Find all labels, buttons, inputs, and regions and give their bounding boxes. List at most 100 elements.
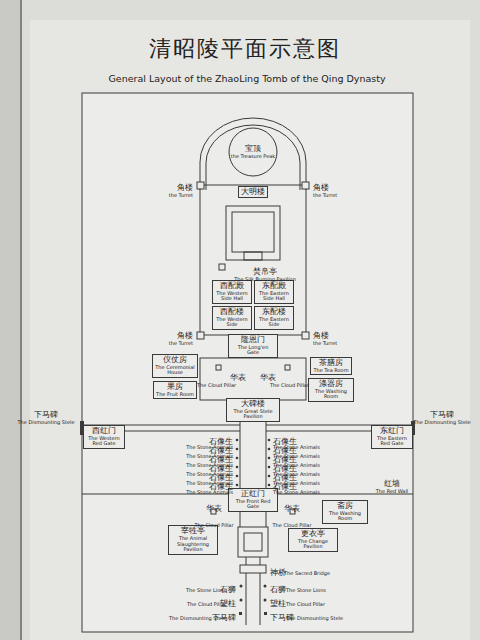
building-name: 东红门 bbox=[374, 427, 410, 436]
building-name: 东配殿 bbox=[257, 282, 291, 291]
label-holder: 下马碑 bbox=[430, 402, 454, 421]
square-city-wall bbox=[200, 185, 306, 335]
plan-label: The Stone Lions bbox=[286, 587, 326, 593]
plan-label: The Dismounting Stele bbox=[286, 615, 343, 621]
building-name: 大明楼 bbox=[241, 188, 265, 197]
building-name: 斋房 bbox=[325, 502, 365, 511]
stone-animal-mark bbox=[236, 457, 239, 460]
label-holder: 角楼 bbox=[313, 323, 329, 342]
plan-stroke bbox=[82, 93, 413, 632]
long-en-hall bbox=[226, 206, 280, 260]
building-name-en: The Long'en Gate bbox=[231, 345, 275, 356]
label-holder: the Turret bbox=[169, 182, 193, 201]
silk-burning-pavilion bbox=[219, 264, 225, 270]
building-box: 更衣亭The Change Pavilion bbox=[288, 528, 338, 552]
label-holder: The Silk Burning Pavilion bbox=[234, 266, 296, 285]
stone-animal-mark bbox=[236, 484, 239, 487]
label-holder: The Dismounting Stele bbox=[286, 605, 343, 624]
mound-circle: 宝顶the Treasure Peak bbox=[228, 127, 278, 177]
front-courtyard bbox=[200, 358, 306, 400]
building-name-en: The Front Red Gate bbox=[231, 499, 275, 510]
lion-mark bbox=[264, 585, 267, 588]
stele-mark bbox=[264, 612, 267, 615]
stone-animal-marks bbox=[236, 439, 271, 487]
hall-steps bbox=[244, 252, 262, 260]
hall-inner bbox=[232, 212, 274, 252]
board-edge bbox=[0, 0, 20, 640]
building-box: 茶膳房The Tea Room bbox=[310, 357, 351, 375]
label-holder: 角楼 bbox=[177, 323, 193, 342]
building-box: 西红门The Western Red Gate bbox=[83, 425, 125, 449]
building-box: 东配殿The Eastern Side Hall bbox=[254, 280, 294, 304]
label-holder: The Cloud Pillar bbox=[197, 372, 236, 391]
building-name-en: The Change Pavilion bbox=[291, 539, 335, 550]
building-name: 隆恩门 bbox=[231, 336, 275, 345]
building-box: 大明楼 bbox=[238, 186, 268, 199]
plan-label: 红墙 bbox=[384, 479, 400, 488]
pillar-mark bbox=[285, 365, 290, 370]
label-holder: 神桥 bbox=[270, 560, 286, 579]
building-name-en: The Ceremonial House bbox=[155, 365, 195, 376]
building-name: 宰牲亭 bbox=[171, 527, 215, 536]
building-box: 仪仗房The Ceremonial House bbox=[152, 354, 198, 378]
label-holder: 下马碑 bbox=[270, 605, 294, 624]
label-holder: The Red Wall bbox=[376, 478, 408, 497]
building-name: 宝顶 bbox=[245, 145, 261, 154]
label-holder: 望柱 bbox=[270, 591, 286, 610]
stone-animal-mark bbox=[236, 448, 239, 451]
plan-label: 华表 bbox=[230, 373, 246, 382]
plan-label: 华表 bbox=[284, 504, 300, 513]
building-name-en: The Western Side bbox=[215, 317, 249, 328]
treasure-city-wall bbox=[200, 118, 306, 190]
plan-label: The Cloud Pillar bbox=[273, 522, 312, 528]
building-name: 涤器房 bbox=[311, 380, 351, 389]
plan-label: The Cloud Pillar bbox=[286, 601, 325, 607]
building-name: 正红门 bbox=[231, 490, 275, 499]
building-name: 仪仗房 bbox=[155, 356, 195, 365]
stone-animal-mark bbox=[268, 466, 271, 469]
plan-label: 下马碑 bbox=[212, 613, 236, 622]
outer-frame bbox=[82, 93, 413, 632]
label-holder: 石狮 bbox=[220, 577, 236, 596]
building-name-en: The Great Stele Pavilion bbox=[229, 409, 277, 420]
building-box: 正红门The Front Red Gate bbox=[228, 488, 278, 512]
label-holder: The Cloud Pillar bbox=[195, 512, 234, 531]
plan-label: The Stone Animals bbox=[186, 489, 233, 495]
building-name-en: The Western Red Gate bbox=[86, 436, 122, 447]
gate-house bbox=[238, 527, 268, 557]
title: 清昭陵平面示意图 bbox=[149, 36, 341, 61]
label-holder: The Sacred Bridge bbox=[284, 560, 330, 579]
plan-label: The Red Wall bbox=[376, 488, 408, 494]
plan-label: The Silk Burning Pavilion bbox=[234, 276, 296, 282]
building-name-en: The Eastern Red Gate bbox=[374, 436, 410, 447]
building-box: 隆恩门The Long'en Gate bbox=[228, 334, 278, 358]
plan-label: the Turret bbox=[169, 340, 193, 346]
stone-animal-mark bbox=[236, 466, 239, 469]
plan-label: The Dismounting Stele bbox=[414, 419, 471, 425]
building-box: 宰牲亭The Animal Slaughtering Pavilion bbox=[168, 525, 218, 554]
label-holder: the Turret bbox=[313, 330, 337, 349]
label-holder: The Stone Animals bbox=[273, 479, 320, 498]
mound-ring bbox=[229, 128, 277, 176]
label-holder: 华表 bbox=[230, 365, 246, 384]
plan-label: The Cloud Pillar bbox=[270, 382, 309, 388]
plan-label: 望柱 bbox=[270, 599, 286, 608]
building-name: 西配殿 bbox=[215, 282, 249, 291]
subtitle: General Layout of the ZhaoLing Tomb of t… bbox=[108, 73, 385, 84]
label-holder: The Dismounting Stele bbox=[414, 409, 471, 428]
label-holder: 红墙 bbox=[384, 471, 400, 490]
plan-label: 下马碑 bbox=[34, 410, 58, 419]
building-name: 东配楼 bbox=[257, 308, 291, 317]
building-name-en: The Tea Room bbox=[313, 368, 348, 374]
plan-label: 角楼 bbox=[177, 183, 193, 192]
sacred-bridge bbox=[240, 565, 266, 573]
turret-mark bbox=[197, 182, 204, 189]
building-box: 西配殿The Western Side Hall bbox=[212, 280, 252, 304]
label-holder: the Turret bbox=[313, 182, 337, 201]
panel bbox=[30, 20, 470, 640]
label-holder: 华表 bbox=[284, 496, 300, 515]
plan-label: The Dismounting Stele bbox=[18, 419, 75, 425]
building-name: 大碑楼 bbox=[229, 400, 277, 409]
plan-label: the Turret bbox=[313, 340, 337, 346]
